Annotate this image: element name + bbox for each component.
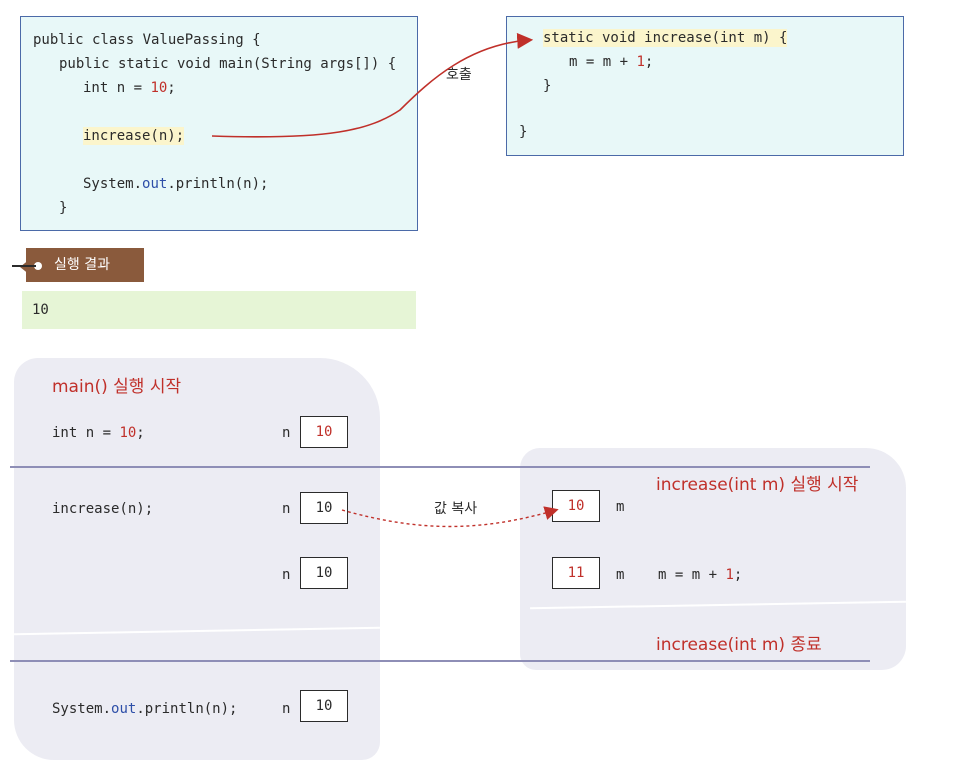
row2-var-n: n: [282, 501, 291, 517]
result-badge: 실행 결과: [26, 248, 144, 282]
println-rest: .println(n);: [167, 176, 269, 192]
badge-tag-shape: [20, 259, 30, 275]
int-n-value: 10: [150, 80, 168, 96]
m-update-text: m = m +: [569, 54, 637, 70]
row1-stmt-text: int n =: [52, 425, 120, 441]
int-n-semicolon: ;: [167, 80, 176, 96]
code-line-close-brace: }: [59, 200, 68, 216]
call-arrow: [211, 32, 534, 138]
code-line-println: System.out.println(n);: [83, 175, 268, 193]
separator-1: [10, 466, 870, 468]
m-update-stmt-value: 1: [725, 567, 734, 583]
row3-var-n: n: [282, 567, 291, 583]
increase-end-title: increase(int m) 종료: [656, 635, 822, 655]
row4-statement: System.out.println(n);: [52, 700, 237, 718]
separator-2: [10, 660, 870, 662]
int-n-text: int n =: [83, 80, 151, 96]
badge-string: [12, 265, 36, 267]
m-update-statement: m = m + 1;: [658, 566, 742, 584]
call-label: 호출: [446, 67, 472, 83]
row2-var-m: m: [616, 499, 625, 515]
m-update-stmt-semicolon: ;: [733, 567, 743, 583]
code-line-increase-call: increase(n);: [83, 127, 185, 145]
code-line-m-update: m = m + 1;: [569, 53, 653, 71]
m-cell-updated: 11: [552, 557, 600, 589]
code-line-increase-signature: static void increase(int m) {: [543, 29, 788, 47]
main-start-title: main() 실행 시작: [52, 377, 182, 397]
code-line-class: public class ValuePassing {: [33, 32, 261, 48]
row1-statement: int n = 10;: [52, 424, 145, 442]
row4-stmt-system: System.: [52, 701, 112, 717]
copy-arrow: [341, 506, 559, 528]
row4-stmt-out: out: [111, 701, 137, 717]
result-output-box: 10: [22, 291, 416, 329]
code-line-int-n: int n = 10;: [83, 79, 176, 97]
row3-var-m: m: [616, 567, 625, 583]
increase-start-title: increase(int m) 실행 시작: [656, 475, 859, 495]
row1-stmt-semicolon: ;: [136, 425, 145, 441]
m-update-value: 1: [636, 54, 645, 70]
badge-hole: [34, 262, 42, 270]
result-output-value: 10: [32, 302, 49, 318]
m-update-stmt-text: m = m +: [658, 567, 726, 583]
row4-n-cell: 10: [300, 690, 348, 722]
code-line-main-signature: public static void main(String args[]) {: [59, 56, 397, 72]
m-cell-initial: 10: [552, 490, 600, 522]
row1-var-n: n: [282, 425, 291, 441]
copy-label: 값 복사: [434, 501, 478, 517]
code-line-inner-brace: }: [543, 78, 552, 94]
println-system: System.: [83, 176, 143, 192]
println-out: out: [142, 176, 168, 192]
row3-n-cell: 10: [300, 557, 348, 589]
row1-stmt-value: 10: [119, 425, 137, 441]
row2-n-cell: 10: [300, 492, 348, 524]
row4-stmt-rest: .println(n);: [136, 701, 238, 717]
row1-n-cell: 10: [300, 416, 348, 448]
row2-statement: increase(n);: [52, 501, 154, 517]
m-update-semicolon: ;: [644, 54, 654, 70]
code-line-outer-brace: }: [519, 124, 528, 140]
main-code-box: public class ValuePassing { public stati…: [20, 16, 418, 231]
row4-var-n: n: [282, 701, 291, 717]
increase-code-box: static void increase(int m) { m = m + 1;…: [506, 16, 904, 156]
